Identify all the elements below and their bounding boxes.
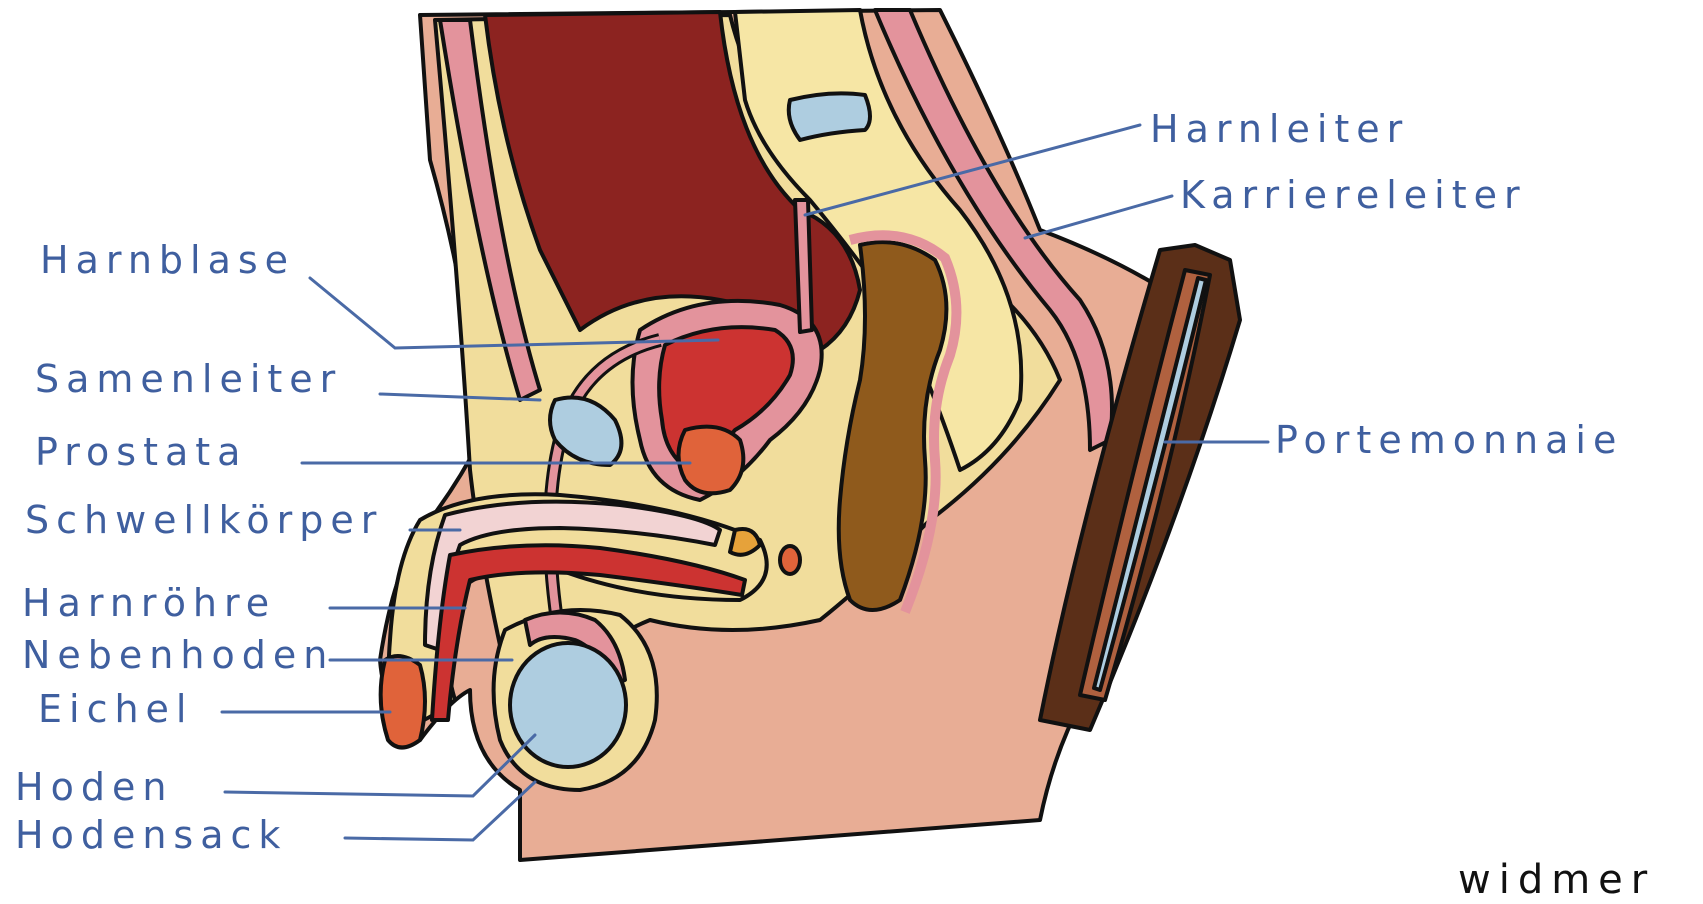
label-samenleiter: Samenleiter <box>35 357 342 401</box>
ejaculatory-duct <box>730 529 760 555</box>
leader-karriereleiter <box>1025 196 1172 238</box>
label-nebenhoden: Nebenhoden <box>22 633 334 677</box>
label-karriereleiter: Karriereleiter <box>1180 173 1527 217</box>
testis <box>510 643 626 767</box>
ureter-tube <box>795 200 812 332</box>
prostate-gland <box>679 427 744 494</box>
label-prostata: Prostata <box>35 430 247 474</box>
label-hoden: Hoden <box>15 765 173 809</box>
body-section-illustration <box>380 10 1240 860</box>
label-harnroehre: Harnröhre <box>22 581 276 625</box>
label-schwellkoerper: Schwellkörper <box>25 498 383 542</box>
glans <box>381 656 425 748</box>
cowper-gland <box>780 546 800 574</box>
label-portemonnaie: Portemonnaie <box>1275 418 1623 462</box>
label-hodensack: Hodensack <box>15 813 287 857</box>
leader-hodensack <box>345 782 535 840</box>
artist-signature: widmer <box>1458 857 1655 903</box>
label-harnblase: Harnblase <box>40 238 295 282</box>
label-eichel: Eichel <box>38 687 193 731</box>
label-harnleiter: Harnleiter <box>1150 107 1409 151</box>
